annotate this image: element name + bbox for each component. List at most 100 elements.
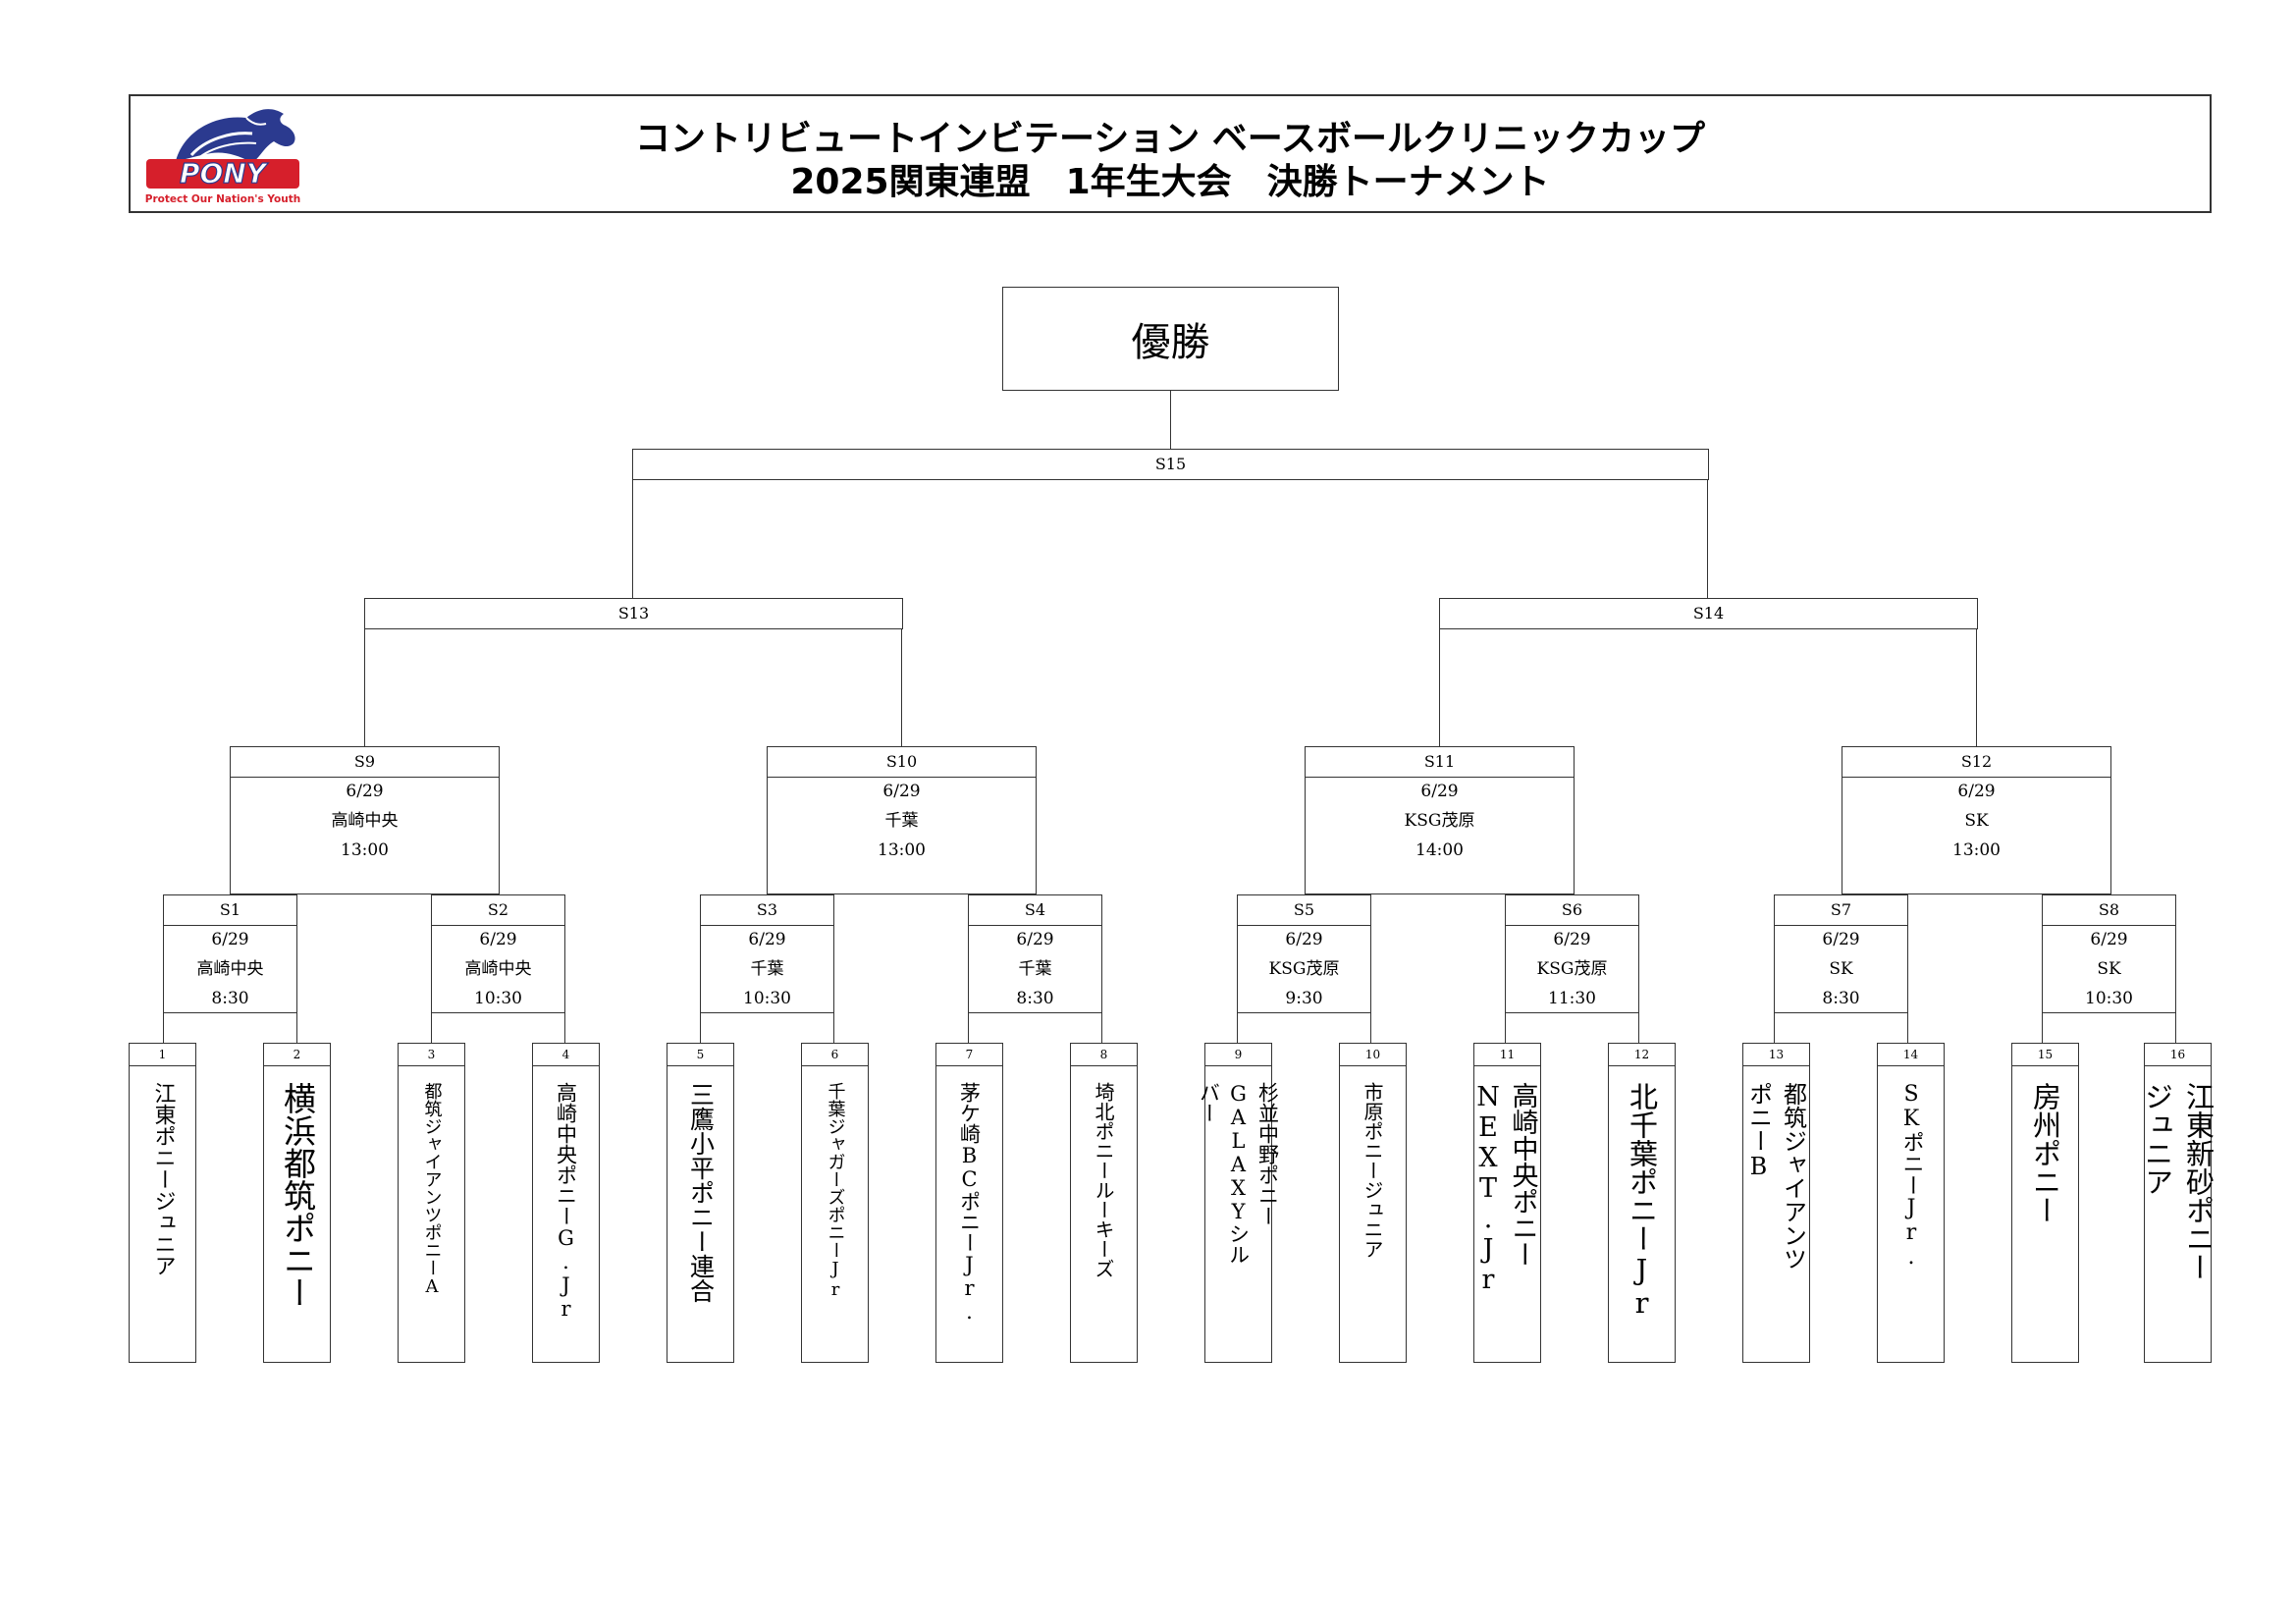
team-number: 16: [2145, 1044, 2211, 1066]
team-name: 杉並中野ポニー GALAXYシル バー: [1197, 1082, 1280, 1265]
match-venue: 千葉: [1018, 959, 1052, 979]
match-label: S7: [1775, 895, 1907, 926]
match-time: 9:30: [1285, 989, 1323, 1008]
team-number: 11: [1474, 1044, 1540, 1066]
connector-line: [296, 1012, 297, 1043]
team-name: 江東ポニージュニア: [150, 1082, 176, 1276]
match-venue: SK: [1964, 811, 1989, 831]
match-time: 8:30: [211, 989, 249, 1008]
team-name: 市原ポニージュニア: [1361, 1082, 1384, 1259]
match-time: 11:30: [1548, 989, 1596, 1008]
match-label: S14: [1692, 604, 1725, 623]
match-time: 10:30: [474, 989, 522, 1008]
match-time: 8:30: [1016, 989, 1054, 1008]
match-date: 6/29: [748, 930, 786, 949]
logo-tagline: Protect Our Nation's Youth: [145, 193, 300, 205]
team-number: 1: [130, 1044, 195, 1066]
match-date: 6/29: [1553, 930, 1591, 949]
match-label: S6: [1506, 895, 1638, 926]
team-slot: 9 杉並中野ポニー GALAXYシル バー: [1198, 1043, 1280, 1363]
match-box-semifinal: S14: [1439, 598, 1978, 629]
team-number: 7: [936, 1044, 1002, 1066]
team-slot: 14 SKポニーJr.: [1877, 1043, 1945, 1363]
connector-line: [1976, 628, 1977, 746]
match-label: S5: [1238, 895, 1370, 926]
match-label: S12: [1842, 747, 2110, 778]
match-date: 6/29: [1285, 930, 1323, 949]
team-name: 高崎中央ポニー NEXT.Jr: [1472, 1082, 1538, 1295]
match-venue: 高崎中央: [196, 959, 264, 979]
connector-line: [968, 1012, 969, 1043]
team-slot: 3 都筑ジャイアンツポニーA: [398, 1043, 465, 1363]
match-venue: 千葉: [884, 811, 919, 831]
connector-line: [1907, 1012, 1908, 1043]
match-time: 14:00: [1415, 840, 1464, 860]
match-time: 8:30: [1822, 989, 1860, 1008]
connector-line: [1638, 1012, 1639, 1043]
team-slot: 7 茅ケ崎BCポニーJr.: [935, 1043, 1003, 1363]
connector-line: [1439, 628, 1440, 746]
team-slot: 6 千葉ジャガーズポニーJr: [801, 1043, 869, 1363]
match-box-quarterfinal: S11 6/29 KSG茂原 14:00: [1305, 746, 1575, 894]
match-time: 10:30: [2085, 989, 2133, 1008]
team-number: 9: [1205, 1044, 1271, 1066]
match-date: 6/29: [1016, 930, 1054, 949]
match-date: 6/29: [211, 930, 249, 949]
match-label: S3: [701, 895, 833, 926]
match-time: 13:00: [878, 840, 926, 860]
match-box-first-round: S6 6/29 KSG茂原 11:30: [1505, 894, 1639, 1013]
team-name: 房州ポニー: [2028, 1082, 2062, 1224]
pony-logo: PONY Protect Our Nation's Youth: [145, 109, 300, 205]
team-name: 横浜都筑ポニー: [278, 1082, 317, 1309]
match-venue: 千葉: [750, 959, 784, 979]
team-name: 都筑ジャイアンツ ポニーB: [1744, 1082, 1807, 1271]
match-label: S10: [768, 747, 1036, 778]
match-date: 6/29: [346, 782, 384, 801]
team-slot: 10 市原ポニージュニア: [1339, 1043, 1407, 1363]
match-label: S8: [2043, 895, 2175, 926]
match-box-semifinal: S13: [364, 598, 903, 629]
team-slot: 4 高崎中央ポニーG.Jr: [532, 1043, 600, 1363]
match-date: 6/29: [479, 930, 517, 949]
match-box-quarterfinal: S12 6/29 SK 13:00: [1842, 746, 2111, 894]
connector-line: [632, 479, 633, 598]
match-box-first-round: S1 6/29 高崎中央 8:30: [163, 894, 297, 1013]
connector-line: [1505, 1012, 1506, 1043]
team-number: 13: [1743, 1044, 1809, 1066]
team-name: 茅ケ崎BCポニーJr.: [957, 1082, 982, 1324]
connector-line: [1237, 1012, 1238, 1043]
match-label: S1: [164, 895, 296, 926]
match-label: S15: [1154, 455, 1187, 473]
connector-line: [364, 628, 365, 746]
team-slot: 16 江東新砂ポニー ジュニア: [2141, 1043, 2216, 1363]
connector-line: [2042, 1012, 2043, 1043]
connector-line: [2175, 1012, 2176, 1043]
logo-wordmark: PONY: [180, 157, 269, 189]
connector-line: [833, 1012, 834, 1043]
connector-line: [1707, 479, 1708, 598]
match-box-first-round: S4 6/29 千葉 8:30: [968, 894, 1102, 1013]
match-venue: 高崎中央: [464, 959, 532, 979]
champion-box: 優勝: [1002, 287, 1339, 391]
match-box-quarterfinal: S9 6/29 高崎中央 13:00: [230, 746, 500, 894]
match-time: 10:30: [743, 989, 791, 1008]
match-box-first-round: S3 6/29 千葉 10:30: [700, 894, 834, 1013]
match-date: 6/29: [882, 782, 921, 801]
match-box-final: S15: [632, 449, 1709, 480]
connector-line: [901, 628, 902, 746]
team-number: 12: [1609, 1044, 1675, 1066]
tournament-title-line2: 2025関東連盟 1年生大会 決勝トーナメント: [790, 162, 1550, 202]
team-number: 3: [399, 1044, 464, 1066]
team-slot: 13 都筑ジャイアンツ ポニーB: [1742, 1043, 1810, 1363]
match-label: S4: [969, 895, 1101, 926]
team-slot: 15 房州ポニー: [2011, 1043, 2079, 1363]
connector-line: [1170, 391, 1171, 449]
team-name: 北千葉ポニーJr: [1625, 1082, 1659, 1320]
connector-line: [431, 1012, 432, 1043]
match-venue: SK: [2097, 959, 2121, 979]
team-slot: 5 三鷹小平ポニー連合: [667, 1043, 734, 1363]
match-box-first-round: S5 6/29 KSG茂原 9:30: [1237, 894, 1371, 1013]
match-date: 6/29: [1420, 782, 1459, 801]
team-name: 千葉ジャガーズポニーJr: [825, 1082, 846, 1300]
team-name: 三鷹小平ポニー連合: [686, 1082, 716, 1303]
